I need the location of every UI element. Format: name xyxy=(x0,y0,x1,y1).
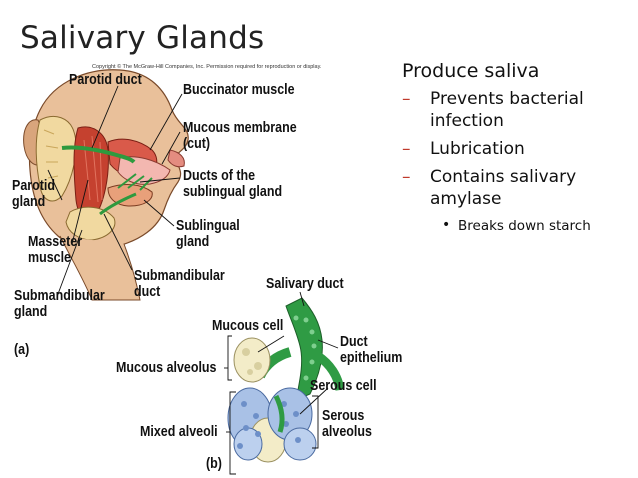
dash-marker: – xyxy=(402,139,411,159)
label-mixed-alveoli: Mixed alveoli xyxy=(140,424,218,440)
label-ducts-sublingual: Ducts of the xyxy=(183,168,256,184)
label-mucous-cell: Mucous cell xyxy=(212,318,284,334)
figure-copyright: Copyright © The McGraw-Hill Companies, I… xyxy=(92,64,322,70)
sub-bullet-text: Breaks down starch xyxy=(458,218,591,234)
dash-marker: – xyxy=(402,167,411,187)
label-serous-cell: Serous cell xyxy=(310,378,377,394)
label-sublingual-gland-2: gland xyxy=(176,234,210,250)
sub-bullet-item: • Breaks down starch xyxy=(402,217,634,234)
label-mucous-membrane-cut: (cut) xyxy=(183,136,211,152)
label-parotid-gland-2: gland xyxy=(12,194,46,210)
bullet-item-line: Lubrication xyxy=(430,139,525,159)
bullet-item-line: infection xyxy=(430,111,504,131)
label-mucous-membrane: Mucous membrane xyxy=(183,120,297,136)
bullet-item-line: Prevents bacterial xyxy=(430,89,584,109)
label-panel-a: (a) xyxy=(14,342,30,358)
label-masseter-muscle: Masseter xyxy=(28,234,83,250)
label-duct-epithelium: Duct xyxy=(340,334,368,350)
anatomy-illustration xyxy=(23,69,345,475)
dash-marker: – xyxy=(402,89,411,109)
label-submandibular-gland: Submandibular xyxy=(14,288,105,304)
bullet-item: – Lubrication xyxy=(402,138,634,160)
label-duct-epithelium-2: epithelium xyxy=(340,350,403,366)
bullet-main: Produce saliva xyxy=(402,60,540,82)
label-salivary-duct: Salivary duct xyxy=(266,276,344,292)
label-submandibular-gland-2: gland xyxy=(14,304,48,320)
label-submandibular-duct: Submandibular xyxy=(134,268,225,284)
bullet-item: – Contains salivary amylase xyxy=(402,166,634,210)
bullet-item-line: amylase xyxy=(430,189,502,209)
bullet-dot: • xyxy=(442,217,451,233)
label-serous-alveolus-2: alveolus xyxy=(322,424,372,440)
label-sublingual-gland: Sublingual xyxy=(176,218,240,234)
head-illustration xyxy=(23,69,189,301)
leader-lines-b xyxy=(224,291,339,475)
label-serous-alveolus: Serous xyxy=(322,408,365,424)
bullet-list: Produce saliva – Prevents bacterial infe… xyxy=(402,60,634,234)
label-parotid-duct: Parotid duct xyxy=(69,72,142,88)
label-submandibular-duct-2: duct xyxy=(134,284,161,300)
label-panel-b: (b) xyxy=(206,456,222,472)
label-masseter-muscle-2: muscle xyxy=(28,250,71,266)
bullet-item-line: Contains salivary xyxy=(430,167,577,187)
slide-title: Salivary Glands xyxy=(20,20,265,56)
label-mucous-alveolus: Mucous alveolus xyxy=(116,360,217,376)
alveoli-illustration xyxy=(227,297,345,463)
bullet-item: – Prevents bacterial infection xyxy=(402,88,634,132)
leader-lines-a xyxy=(47,85,183,295)
label-parotid-gland: Parotid xyxy=(12,178,55,194)
label-ducts-sublingual-2: sublingual gland xyxy=(183,184,283,200)
salivary-gland-figure: Copyright © The McGraw-Hill Companies, I… xyxy=(0,58,410,478)
label-buccinator-muscle: Buccinator muscle xyxy=(183,82,295,98)
